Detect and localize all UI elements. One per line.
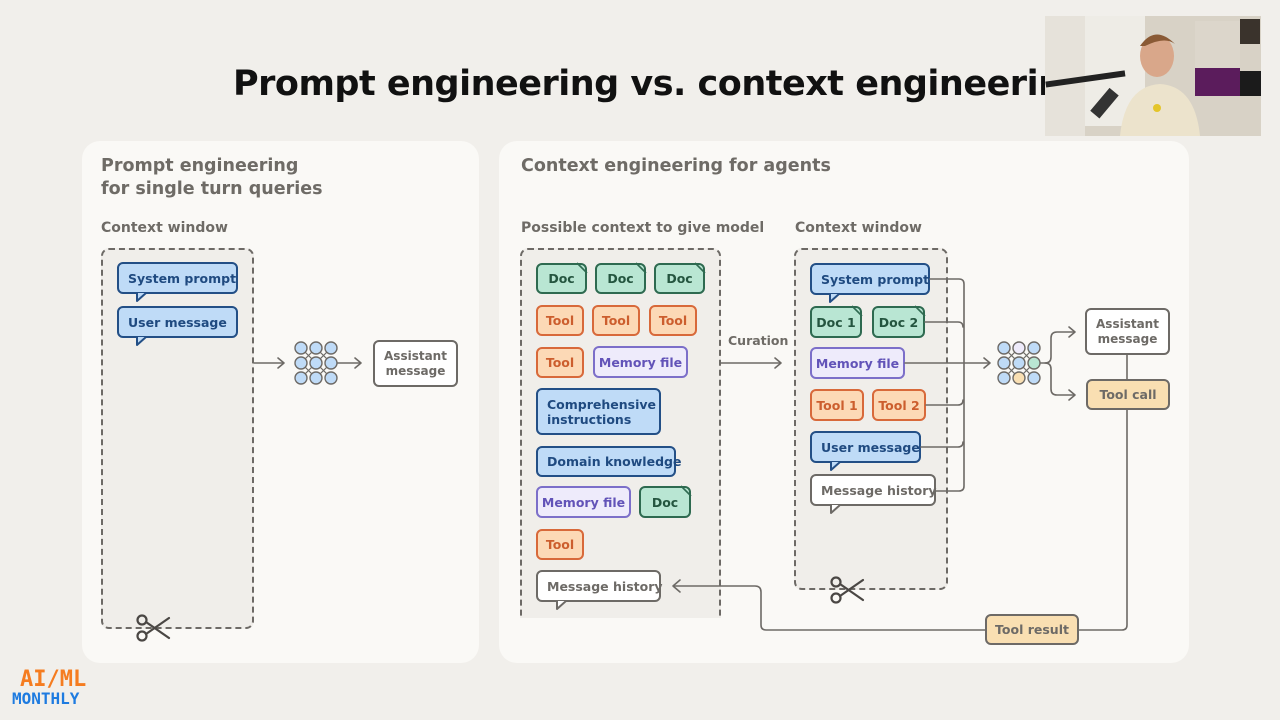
webcam-video [1045, 16, 1261, 136]
ctx-tool-1: Tool 1 [810, 389, 864, 421]
doc-2-label: Doc 2 [878, 314, 919, 330]
possible-doc-3: Doc [654, 263, 705, 294]
tool-result-label: Tool result [995, 622, 1069, 637]
memory-file-label: Memory file [598, 354, 683, 370]
tool-label: Tool [545, 537, 575, 552]
system-prompt-label: System prompt [821, 271, 930, 287]
tool-call-output: Tool call [1086, 379, 1170, 410]
memory-file-label: Memory file [541, 494, 626, 510]
doc-label: Doc [666, 271, 693, 286]
left-system-prompt: System prompt [117, 262, 238, 294]
ctx-doc-1: Doc 1 [810, 306, 862, 338]
possible-comprehensive-instructions: Comprehensive instructions [536, 388, 661, 435]
aiml-monthly-logo: AI/ML MONTHLY [12, 667, 87, 709]
doc-label: Doc [548, 271, 575, 286]
tool-result-output: Tool result [985, 614, 1079, 645]
presenter-image [1045, 16, 1261, 136]
possible-doc-4: Doc [639, 486, 691, 518]
instructions-label: Comprehensive instructions [547, 396, 657, 427]
memory-file-label: Memory file [815, 355, 900, 371]
tool-1-label: Tool 1 [816, 397, 858, 413]
doc-1-label: Doc 1 [816, 314, 856, 330]
ctx-system-prompt: System prompt [810, 263, 930, 295]
domain-knowledge-label: Domain knowledge [547, 454, 682, 469]
left-context-window-label: Context window [101, 220, 228, 236]
context-engineering-title: Context engineering for agents [521, 156, 831, 176]
possible-tool-5: Tool [536, 529, 584, 560]
possible-tool-1: Tool [536, 305, 584, 336]
left-user-message-label: User message [128, 314, 227, 330]
user-message-label: User message [821, 439, 920, 455]
tool-label: Tool [601, 313, 631, 328]
message-history-label: Message history [821, 482, 937, 498]
left-user-message: User message [117, 306, 238, 338]
logo-line-1: AI/ML [20, 667, 87, 692]
possible-doc-2: Doc [595, 263, 646, 294]
possible-memory-file-2: Memory file [536, 486, 631, 518]
curation-label: Curation [728, 333, 789, 348]
left-system-prompt-label: System prompt [128, 270, 237, 286]
doc-label: Doc [651, 494, 679, 510]
tool-call-label: Tool call [1099, 387, 1157, 402]
message-history-label: Message history [547, 578, 663, 594]
possible-message-history: Message history [536, 570, 663, 602]
ctx-memory-file: Memory file [810, 347, 905, 379]
tool-label: Tool [658, 313, 688, 328]
left-assistant-message: Assistant message [373, 340, 458, 387]
ctx-tool-2: Tool 2 [872, 389, 926, 421]
prompt-engineering-title: Prompt engineering for single turn queri… [101, 156, 323, 199]
possible-tool-2: Tool [592, 305, 640, 336]
right-context-window-label: Context window [795, 220, 922, 236]
left-assistant-message-label: Assistant message [384, 348, 447, 378]
doc-label: Doc [607, 271, 634, 286]
tool-2-label: Tool 2 [878, 397, 920, 413]
ctx-message-history: Message history [810, 474, 937, 506]
ctx-doc-2: Doc 2 [872, 306, 925, 338]
tool-label: Tool [545, 313, 575, 328]
possible-tool-3: Tool [649, 305, 697, 336]
tool-label: Tool [545, 355, 575, 370]
possible-tool-4: Tool [536, 347, 584, 378]
possible-doc-1: Doc [536, 263, 587, 294]
ctx-user-message: User message [810, 431, 921, 463]
assistant-message-output: Assistant message [1085, 308, 1170, 355]
possible-domain-knowledge: Domain knowledge [536, 446, 681, 477]
possible-memory-file-1: Memory file [593, 346, 688, 378]
slide-title: Prompt engineering vs. context engineeri… [233, 64, 1088, 104]
logo-line-2: MONTHLY [12, 689, 80, 708]
assistant-message-label: Assistant message [1096, 316, 1159, 346]
possible-context-label: Possible context to give model [521, 220, 765, 236]
